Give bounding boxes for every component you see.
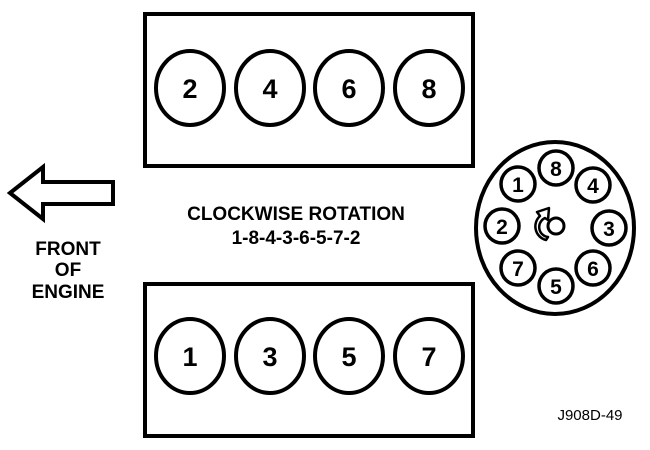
firing-order: 1-8-4-3-6-5-7-2 <box>232 228 361 249</box>
distributor-outline <box>474 140 636 316</box>
terminal-8: 8 <box>537 149 575 187</box>
bottom-bank-outline <box>143 282 475 438</box>
terminal-3: 3 <box>590 209 628 247</box>
terminal-1: 1 <box>499 165 537 203</box>
terminal-number: 7 <box>512 258 524 281</box>
terminal-6: 6 <box>574 249 612 287</box>
distributor-cap: 8 4 3 6 5 7 2 1 <box>474 140 636 316</box>
top-cylinder-bank: 2 4 6 8 <box>143 12 475 168</box>
cylinder-top-4: 8 <box>393 49 465 127</box>
cylinder-bottom-1: 1 <box>154 317 226 395</box>
terminal-number: 2 <box>496 216 508 239</box>
terminal-number: 6 <box>587 258 599 281</box>
cylinder-number: 4 <box>262 74 277 104</box>
front-label-line3: ENGINE <box>32 282 105 303</box>
terminal-number: 1 <box>512 174 524 197</box>
distributor-shaft <box>546 216 566 236</box>
cylinder-number: 3 <box>262 342 277 372</box>
figure-id: J908D-49 <box>557 407 622 424</box>
terminal-number: 5 <box>550 276 562 299</box>
terminal-4: 4 <box>574 166 612 204</box>
cylinder-bottom-4: 7 <box>393 317 465 395</box>
cylinder-bottom-2: 3 <box>234 317 306 395</box>
terminal-number: 8 <box>550 158 562 181</box>
cylinder-number: 6 <box>341 74 356 104</box>
rotation-title: CLOCKWISE ROTATION <box>187 204 405 225</box>
cylinder-bottom-3: 5 <box>313 317 385 395</box>
terminal-number: 4 <box>587 175 599 198</box>
front-label-line1: FRONT <box>35 239 101 260</box>
cylinder-number: 7 <box>421 342 436 372</box>
top-bank-outline <box>143 12 475 168</box>
terminal-2: 2 <box>483 207 521 245</box>
cylinder-number: 2 <box>182 74 197 104</box>
cylinder-number: 1 <box>182 342 197 372</box>
bottom-cylinder-bank: 1 3 5 7 <box>143 282 475 438</box>
clockwise-arrow-icon <box>534 206 551 242</box>
terminal-5: 5 <box>537 267 575 305</box>
terminal-number: 3 <box>603 218 615 241</box>
cylinder-number: 5 <box>341 342 356 372</box>
cylinder-top-2: 4 <box>234 49 306 127</box>
front-label-line2: OF <box>55 260 81 281</box>
cylinder-top-3: 6 <box>313 49 385 127</box>
cylinder-top-1: 2 <box>154 49 226 127</box>
cylinder-number: 8 <box>421 74 436 104</box>
front-of-engine-label: FRONT OF ENGINE <box>32 239 105 303</box>
arrow-left-icon <box>6 162 115 224</box>
terminal-7: 7 <box>499 249 537 287</box>
